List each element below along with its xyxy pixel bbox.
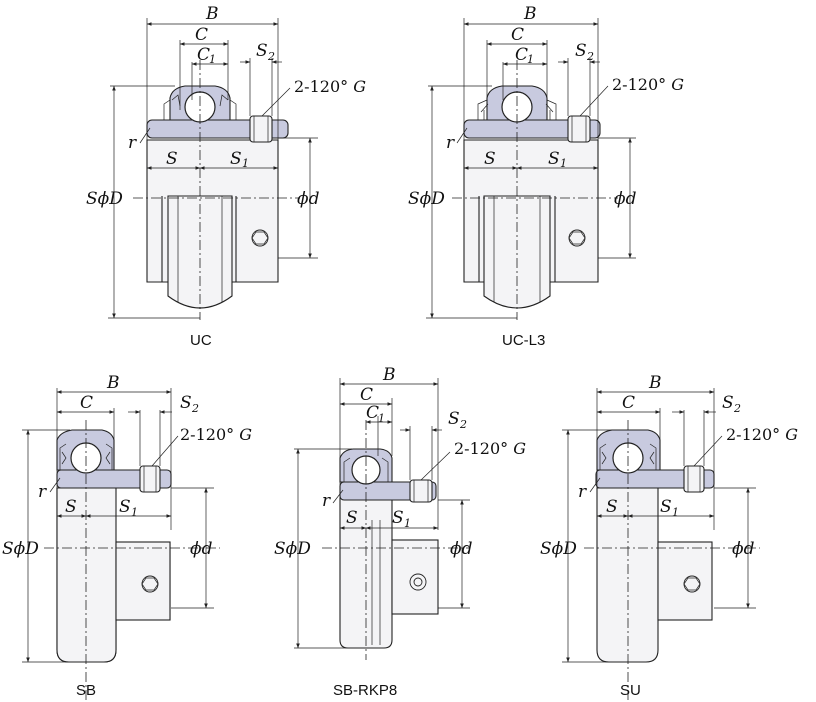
sb-label-r: r [38, 482, 47, 502]
uc-label-c: C [195, 25, 208, 45]
sbrkp8-label-s2-sub: 2 [459, 418, 467, 431]
su-label-angle: 2-120° G [726, 425, 798, 444]
ucl3-label-s1: S [548, 149, 560, 169]
su-label-s2: S [722, 393, 734, 413]
sb-angle-value: 2-120° [180, 425, 239, 444]
sbrkp8-label-r: r [322, 491, 331, 511]
sbrkp8-label-s2: S [448, 409, 460, 429]
sbrkp8-label-s1-sub: 1 [404, 517, 411, 530]
uc-angle-value: 2-120° [294, 77, 353, 96]
diagram-su: B C S 2 2-120° G r S S 1 SϕD ϕd SU [540, 373, 798, 700]
sbrkp8-label-angle: 2-120° G [454, 439, 526, 458]
ucl3-label-d: ϕd [614, 189, 637, 209]
uc-label-r: r [128, 133, 137, 153]
uc-label-s: S [166, 149, 178, 169]
sb-label-c: C [80, 393, 93, 413]
diagram-uc-l3: B C C 1 S 2 2-120° G r S S 1 SϕD ϕd UC-L… [408, 4, 684, 349]
sbrkp8-label-d: ϕd [450, 539, 473, 559]
sbrkp8-label-c: C [360, 385, 373, 405]
diagram-sb: B C S 2 2-120° G r S S 1 SϕD ϕd SB [2, 373, 252, 700]
sbrkp8-label-s1: S [392, 508, 404, 528]
ucl3-angle-value: 2-120° [612, 75, 671, 94]
uc-label-c1: C [197, 45, 210, 65]
sb-caption: SB [76, 682, 96, 699]
ucl3-caption: UC-L3 [502, 332, 545, 349]
sbrkp8-caption: SB-RKP8 [333, 682, 397, 699]
sbrkp8-angle-value: 2-120° [454, 439, 513, 458]
sb-label-d: ϕd [190, 539, 213, 559]
su-angle-value: 2-120° [726, 425, 785, 444]
ucl3-angle-g: G [671, 75, 684, 94]
su-label-s2-sub: 2 [733, 402, 741, 415]
su-angle-g: G [785, 425, 798, 444]
sb-label-angle: 2-120° G [180, 425, 252, 444]
uc-label-b: B [205, 4, 219, 24]
sbrkp8-label-c1-sub: 1 [378, 412, 385, 425]
ucl3-label-angle: 2-120° G [612, 75, 684, 94]
sbrkp8-label-s: S [346, 508, 358, 528]
sb-label-s2: S [180, 393, 192, 413]
ucl3-label-sd: SϕD [408, 189, 445, 209]
uc-label-s1-sub: 1 [242, 157, 249, 170]
sb-label-s1-sub: 1 [131, 506, 138, 519]
uc-label-c1-sub: 1 [209, 53, 216, 66]
su-label-s1: S [660, 497, 672, 517]
uc-label-s1: S [230, 149, 242, 169]
ucl3-label-s: S [484, 149, 496, 169]
su-label-d: ϕd [732, 539, 755, 559]
ucl3-label-s1-sub: 1 [560, 157, 567, 170]
sbrkp8-label-sd: SϕD [274, 539, 311, 559]
sb-label-b: B [106, 373, 120, 393]
ucl3-label-b: B [523, 4, 537, 24]
uc-label-s2-sub: 2 [267, 50, 275, 63]
sbrkp8-label-b: B [382, 365, 396, 385]
su-caption: SU [620, 682, 641, 699]
uc-label-s2: S [256, 41, 268, 61]
ucl3-label-c1: C [515, 45, 528, 65]
ucl3-label-c: C [511, 25, 524, 45]
su-label-sd: SϕD [540, 539, 577, 559]
ucl3-label-r: r [446, 133, 455, 153]
su-label-b: B [648, 373, 662, 393]
uc-label-angle: 2-120° G [294, 77, 366, 96]
ucl3-label-s2-sub: 2 [586, 50, 594, 63]
sbrkp8-angle-g: G [513, 439, 526, 458]
uc-caption: UC [190, 332, 212, 349]
su-label-s: S [606, 497, 618, 517]
diagram-uc: B C C 1 S 2 2-120° G r S S 1 SϕD ϕd UC [86, 4, 366, 349]
sb-label-sd: SϕD [2, 539, 39, 559]
diagram-sb-rkp8: B C C 1 S 2 2-120° G r S S 1 SϕD ϕd SB-R… [274, 365, 526, 699]
sb-label-s1: S [119, 497, 131, 517]
su-label-s1-sub: 1 [672, 506, 679, 519]
ucl3-label-c1-sub: 1 [527, 53, 534, 66]
su-label-c: C [622, 393, 635, 413]
uc-label-sd: SϕD [86, 189, 123, 209]
sbrkp8-label-c1: C [366, 403, 379, 423]
uc-angle-g: G [353, 77, 366, 96]
sb-angle-g: G [239, 425, 252, 444]
su-label-r: r [578, 482, 587, 502]
sb-label-s2-sub: 2 [191, 402, 199, 415]
uc-label-d: ϕd [297, 189, 320, 209]
sb-label-s: S [65, 497, 77, 517]
ucl3-label-s2: S [575, 41, 587, 61]
